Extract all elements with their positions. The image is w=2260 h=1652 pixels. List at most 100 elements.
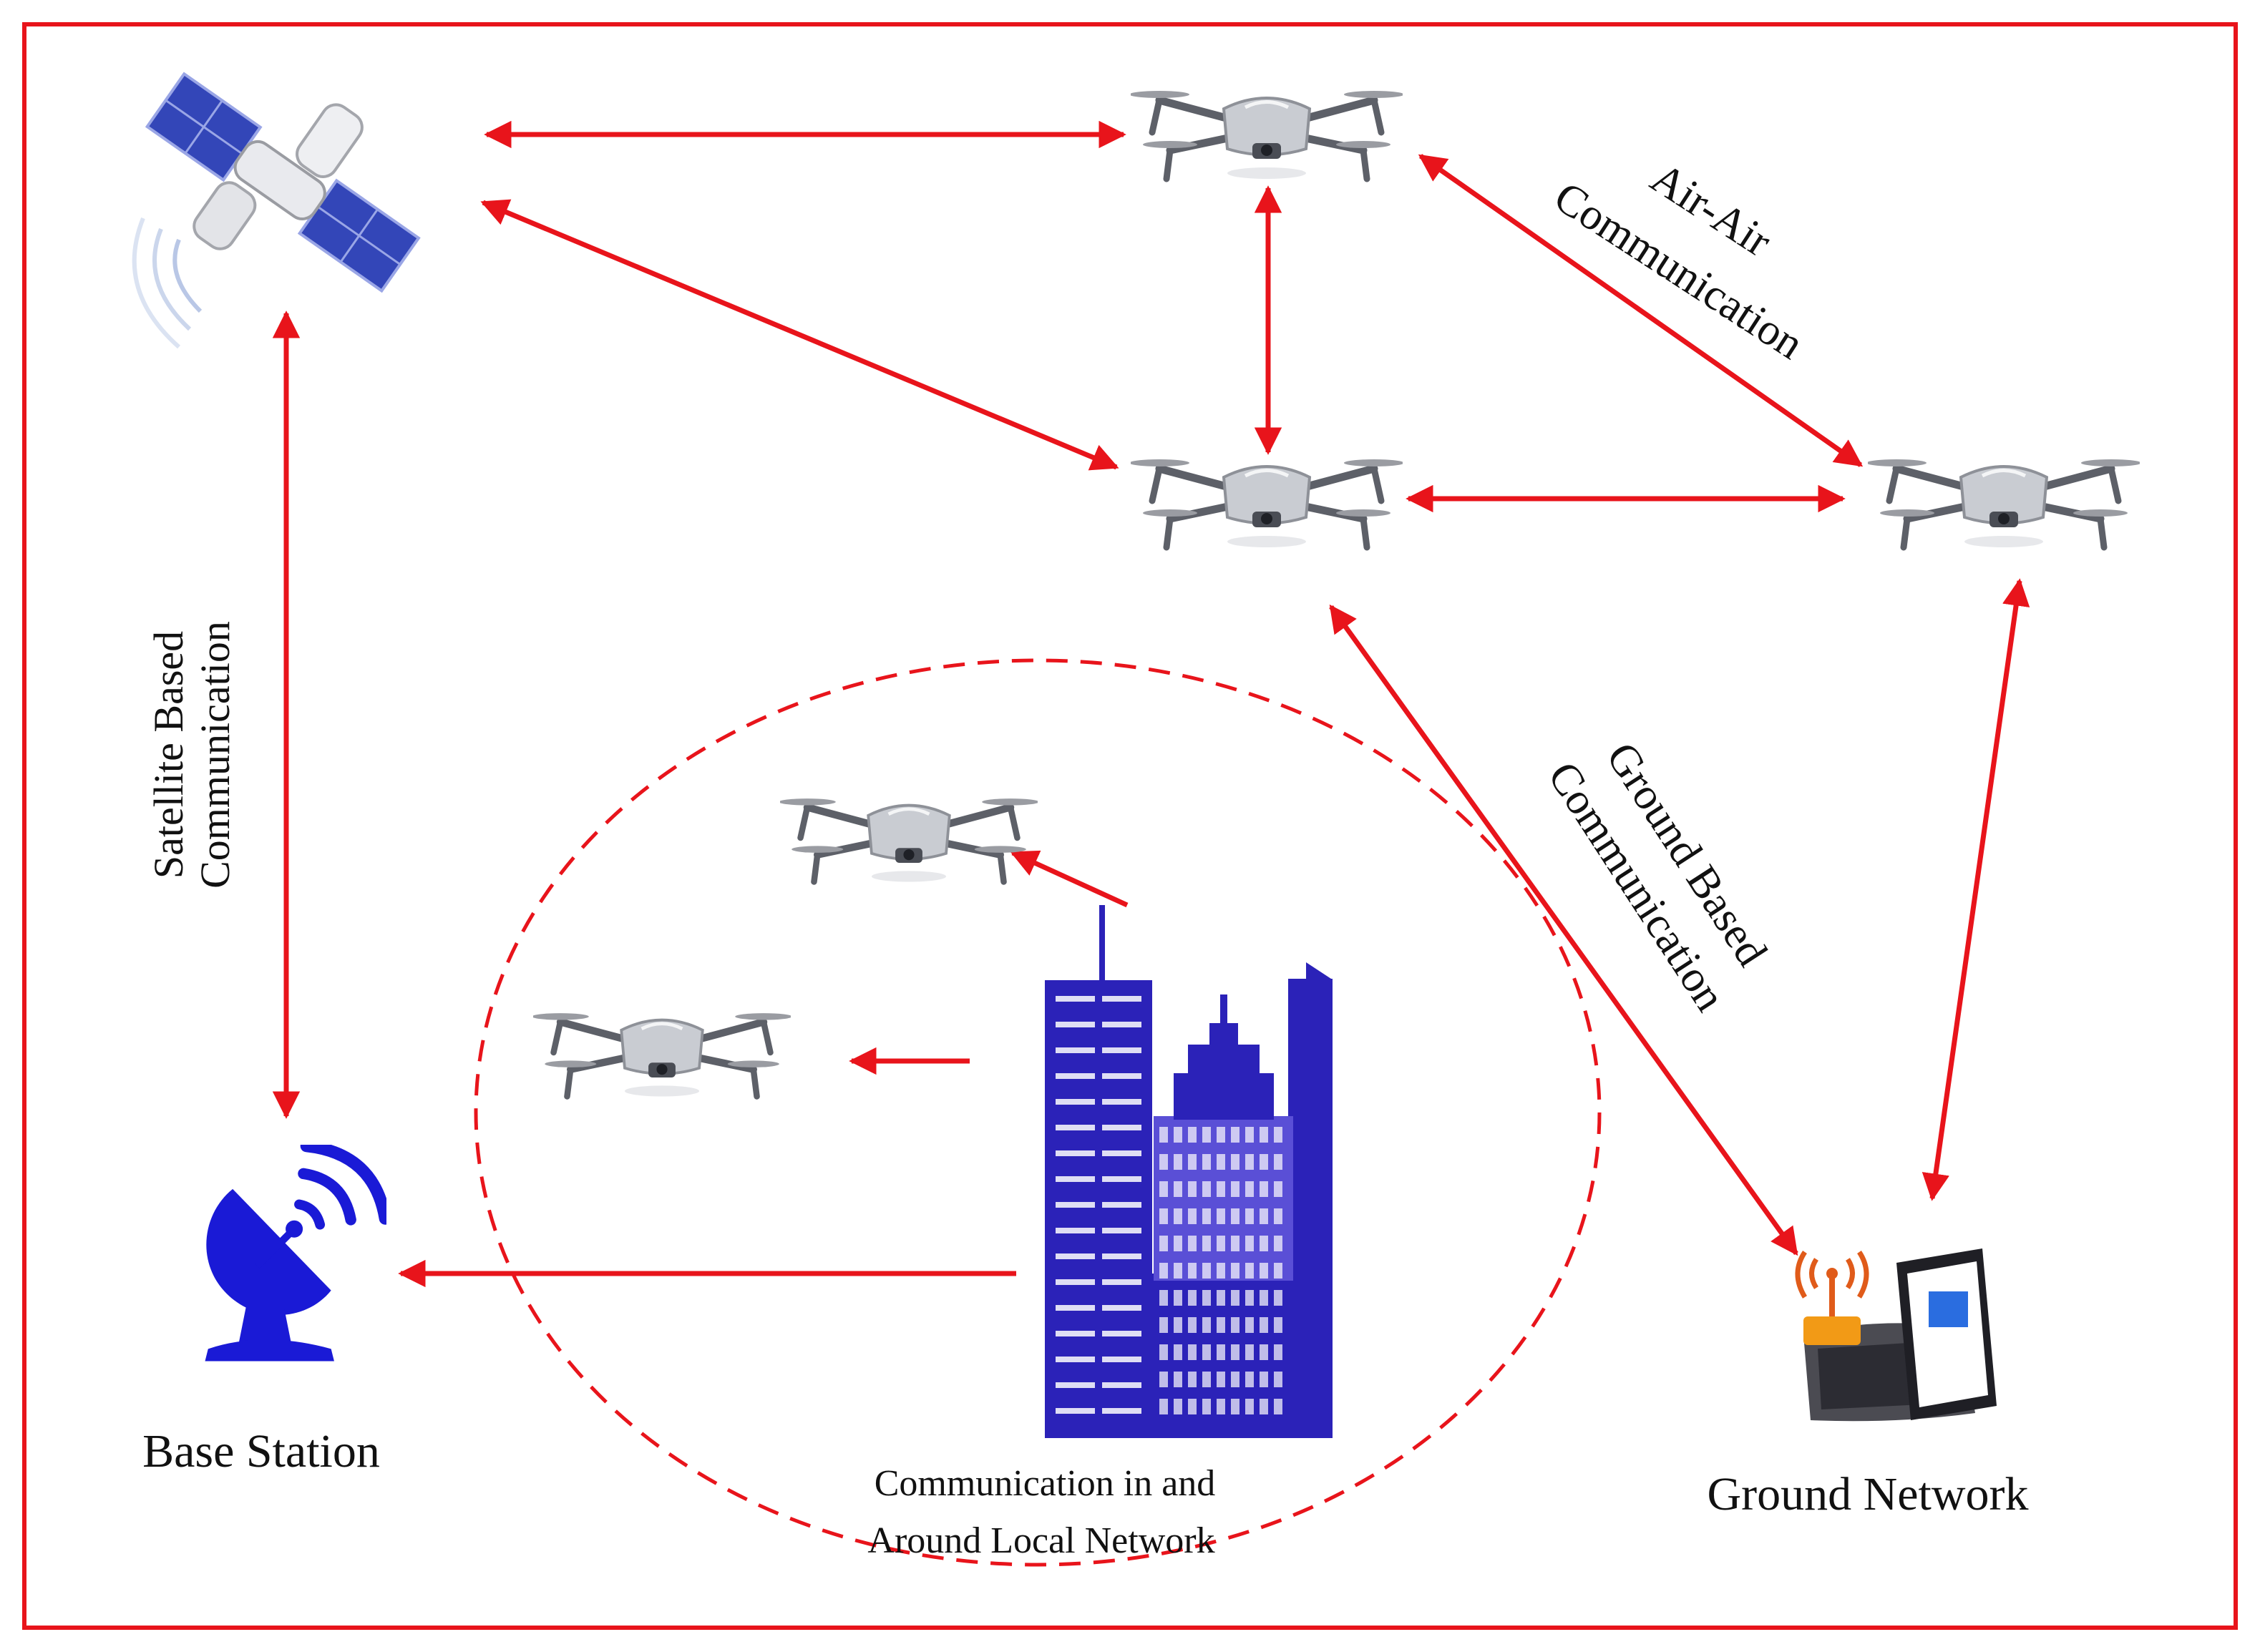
building-window xyxy=(1202,1127,1211,1143)
building-window xyxy=(1188,1236,1197,1251)
building-window xyxy=(1102,1305,1141,1311)
building-window xyxy=(1102,1382,1141,1388)
building-window xyxy=(1159,1236,1168,1251)
building-window xyxy=(1056,1228,1095,1233)
building-window xyxy=(1102,1228,1141,1233)
drone-icon-top xyxy=(1129,91,1404,179)
building-window xyxy=(1202,1208,1211,1224)
building-window xyxy=(1056,1357,1095,1362)
building-window xyxy=(1159,1290,1168,1306)
diagram-frame xyxy=(22,22,2238,1630)
building-window xyxy=(1274,1372,1282,1387)
building-window xyxy=(1231,1208,1239,1224)
building-window xyxy=(1231,1154,1239,1170)
link-drone-middle-ground-network xyxy=(1329,604,1798,1256)
building-window xyxy=(1174,1317,1182,1333)
building-window xyxy=(1102,1408,1141,1414)
building-window xyxy=(1056,996,1095,1002)
building-window xyxy=(1102,996,1141,1002)
building-window xyxy=(1217,1263,1225,1279)
skyscraper-icon xyxy=(1045,905,1333,1438)
building-window xyxy=(1260,1317,1268,1333)
drone-icon-right xyxy=(1866,459,2141,547)
building-window xyxy=(1056,1305,1095,1311)
building-window xyxy=(1174,1344,1182,1360)
building-window xyxy=(1188,1208,1197,1224)
building-window xyxy=(1102,1176,1141,1182)
ground-network-label: Ground Network xyxy=(1707,1468,2028,1520)
building-window xyxy=(1056,1176,1095,1182)
building-window xyxy=(1056,1125,1095,1130)
building-window xyxy=(1159,1127,1168,1143)
building-window xyxy=(1174,1208,1182,1224)
building-window xyxy=(1056,1331,1095,1336)
drone-icon-middle xyxy=(1129,459,1404,547)
building-window xyxy=(1260,1372,1268,1387)
building-window xyxy=(1260,1290,1268,1306)
building-window xyxy=(1056,1382,1095,1388)
building-window xyxy=(1056,1022,1095,1027)
building-window xyxy=(1217,1317,1225,1333)
building-window xyxy=(1159,1399,1168,1414)
building-window xyxy=(1188,1290,1197,1306)
link-drone-top-drone-right xyxy=(1418,154,1864,467)
building-window xyxy=(1202,1263,1211,1279)
building-window xyxy=(1245,1399,1254,1414)
building-window xyxy=(1174,1372,1182,1387)
building-window xyxy=(1202,1344,1211,1360)
building-window xyxy=(1174,1263,1182,1279)
building-window xyxy=(1245,1127,1254,1143)
building-window xyxy=(1202,1181,1211,1197)
building-window xyxy=(1102,1047,1141,1053)
link-building-drone-local-1 xyxy=(1010,850,1129,908)
building-window xyxy=(1245,1154,1254,1170)
building-window xyxy=(1159,1317,1168,1333)
building-window xyxy=(1159,1263,1168,1279)
building-window xyxy=(1245,1372,1254,1387)
building-window xyxy=(1245,1263,1254,1279)
building-window xyxy=(1188,1344,1197,1360)
building-window xyxy=(1260,1181,1268,1197)
building-window xyxy=(1260,1399,1268,1414)
building-window xyxy=(1202,1399,1211,1414)
building-window xyxy=(1245,1181,1254,1197)
building-window xyxy=(1102,1022,1141,1027)
building-window xyxy=(1056,1408,1095,1414)
building-window xyxy=(1231,1236,1239,1251)
laptop-wifi-icon xyxy=(1795,1248,1997,1422)
building-window xyxy=(1056,1202,1095,1208)
building-window xyxy=(1188,1181,1197,1197)
satellite-label-line1: Satellite Based xyxy=(145,631,192,879)
building-window xyxy=(1260,1208,1268,1224)
building-window xyxy=(1245,1344,1254,1360)
building-window xyxy=(1217,1344,1225,1360)
building-window xyxy=(1245,1208,1254,1224)
building-window xyxy=(1245,1290,1254,1306)
building-window xyxy=(1159,1154,1168,1170)
building-window xyxy=(1102,1125,1141,1130)
building-window xyxy=(1260,1236,1268,1251)
drone-icon-local-2 xyxy=(532,1013,792,1096)
local-network-label-line1: Communication in and xyxy=(875,1463,1216,1504)
building-window xyxy=(1274,1127,1282,1143)
building-window xyxy=(1159,1344,1168,1360)
local-network-label-line2: Around Local Network xyxy=(867,1520,1214,1561)
building-window xyxy=(1174,1399,1182,1414)
building-window xyxy=(1056,1150,1095,1156)
building-window xyxy=(1231,1263,1239,1279)
building-window xyxy=(1231,1372,1239,1387)
building-window xyxy=(1188,1317,1197,1333)
link-satellite-drone-middle xyxy=(480,199,1119,471)
building-window xyxy=(1174,1127,1182,1143)
building-window xyxy=(1102,1202,1141,1208)
links xyxy=(272,120,2030,1288)
building-window xyxy=(1217,1290,1225,1306)
building-window xyxy=(1274,1317,1282,1333)
drone-icon-local-1 xyxy=(779,798,1039,881)
building-window xyxy=(1217,1236,1225,1251)
building-window xyxy=(1274,1344,1282,1360)
building-window xyxy=(1188,1263,1197,1279)
building-window xyxy=(1217,1399,1225,1414)
building-window xyxy=(1102,1253,1141,1259)
